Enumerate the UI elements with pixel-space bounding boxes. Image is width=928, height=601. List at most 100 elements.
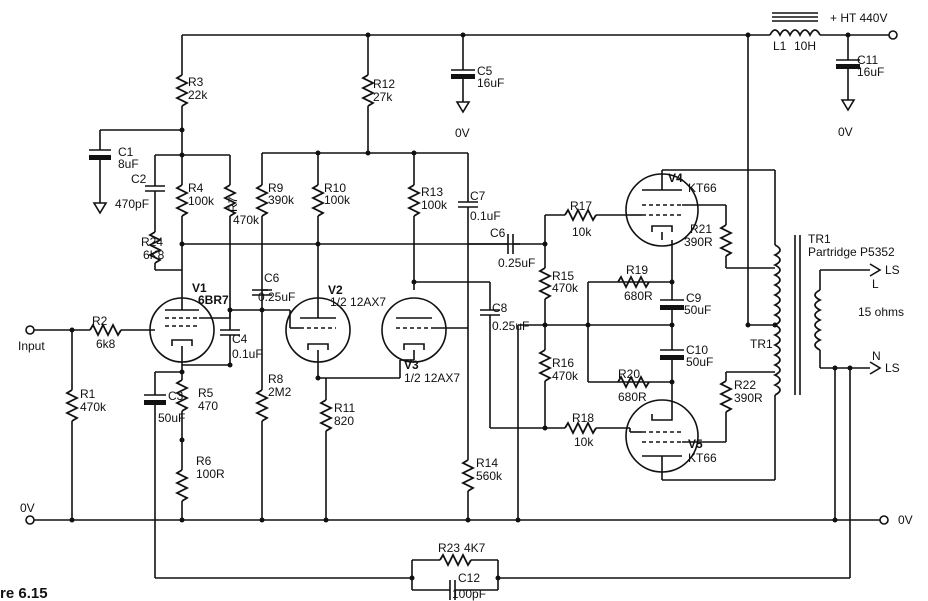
ht-label: + HT 440V	[830, 11, 887, 25]
input-terminal	[25, 325, 35, 335]
cap-c11	[836, 35, 860, 112]
v4-type: KT66	[688, 181, 717, 195]
input-section	[25, 322, 155, 520]
c1-value: 8uF	[118, 157, 139, 171]
r12-value: 27k	[373, 90, 393, 104]
c6-left-value: 0.25uF	[258, 290, 295, 304]
r20-ref: R20	[618, 367, 640, 381]
r19-value: 680R	[624, 289, 653, 303]
v2-ref: V2	[328, 283, 343, 297]
r22	[718, 371, 775, 442]
r5-ref: R5	[198, 386, 214, 400]
r1-ref: R1	[80, 387, 96, 401]
c8-value: 0.25uF	[492, 319, 529, 333]
c2-ref: C2	[131, 172, 147, 186]
r2-value: 6k8	[96, 337, 116, 351]
input-label: Input	[18, 339, 45, 353]
r23-value: 4K7	[464, 541, 486, 555]
r10-ref: R10	[324, 181, 346, 195]
tr1-name: Partridge P5352	[808, 245, 895, 259]
feedback-network	[155, 365, 853, 600]
ground-rail	[25, 515, 889, 525]
r6-value: 100R	[196, 467, 225, 481]
r22-ref: R22	[734, 378, 756, 392]
ls-plus-mark: L	[872, 277, 879, 291]
r15-ref: R15	[552, 269, 574, 283]
r22-value: 390R	[734, 391, 763, 405]
ls-minus-mark: N	[872, 349, 881, 363]
c10-value: 50uF	[686, 355, 713, 369]
c5-ref: C5	[477, 64, 493, 78]
v5-type: KT66	[688, 451, 717, 465]
c4-value: 0.1uF	[232, 347, 263, 361]
driver-lower-network	[254, 378, 476, 520]
r18-value: 10k	[574, 435, 594, 449]
v1-ref: V1	[192, 281, 207, 295]
r10-value: 100k	[324, 193, 351, 207]
c1-ref: C1	[118, 145, 134, 159]
v3-type: 1/2 12AX7	[404, 371, 460, 385]
c2-value: 470pF	[115, 197, 149, 211]
valve-v5	[625, 399, 775, 481]
c6-left-ref: C6	[264, 271, 280, 285]
right-0v-terminal	[879, 515, 889, 525]
c9-value: 50uF	[684, 303, 711, 317]
v1-type: 6BR7	[198, 293, 229, 307]
r14-ref: R14	[476, 456, 498, 470]
r17-ref: R17	[570, 199, 592, 213]
c6-right-value: 0.25uF	[498, 256, 535, 270]
r3-value: 22k	[188, 88, 208, 102]
r13-value: 100k	[421, 198, 448, 212]
r6-ref: R6	[196, 454, 212, 468]
r23-ref: R23	[438, 541, 460, 555]
v1-cathode-network	[144, 310, 240, 578]
r18-ref: R18	[572, 411, 594, 425]
driver-stage-wiring	[230, 35, 478, 460]
r15-value: 470k	[552, 281, 579, 295]
r24-value: 6K8	[143, 248, 165, 262]
r19-ref: R19	[626, 263, 648, 277]
c11-ref: C11	[857, 53, 878, 67]
r4-ref: R4	[188, 181, 204, 195]
r14-value: 560k	[476, 469, 503, 483]
r8-ref: R8	[268, 372, 284, 386]
c6-right-ref: C6	[490, 226, 506, 240]
v5-ref: V5	[688, 437, 703, 451]
output-cathode-network	[587, 274, 684, 400]
ls-plus-label: LS	[885, 263, 900, 277]
ht-terminal	[888, 30, 898, 40]
r1-value: 470k	[80, 400, 107, 414]
c4-ref: C4	[232, 332, 248, 346]
c11-value: 16uF	[857, 65, 884, 79]
r24-ref: R24	[141, 235, 163, 249]
r21	[718, 205, 775, 269]
v3-ref: V3	[404, 358, 419, 372]
right-0v-label: 0V	[898, 513, 913, 527]
c12-value: 100pF	[452, 587, 486, 601]
r7-value: 470k	[233, 213, 260, 227]
r5-value: 470	[198, 399, 218, 413]
ls-minus-label: LS	[885, 361, 900, 375]
r13-ref: R13	[421, 185, 443, 199]
r20-value: 680R	[618, 390, 647, 404]
l1-value: 10H	[794, 39, 816, 53]
r16-ref: R16	[552, 356, 574, 370]
valve-v4	[625, 169, 775, 285]
r3-ref: R3	[188, 75, 204, 89]
choke-l1	[769, 12, 821, 38]
l1-ref: L1	[773, 39, 787, 53]
v4-ref: V4	[668, 171, 683, 185]
left-0v-terminal	[25, 515, 35, 525]
r11-value: 820	[334, 414, 354, 428]
r17-value: 10k	[572, 225, 592, 239]
valve-v2	[285, 290, 351, 381]
c11-ground-label: 0V	[838, 125, 853, 139]
c10-ref: C10	[686, 343, 708, 357]
r16-value: 470k	[552, 369, 579, 383]
figure-caption: re 6.15	[0, 585, 48, 601]
tr1-lower-ref: TR1	[750, 337, 773, 351]
c12-ref: C12	[458, 571, 480, 585]
r7-ref: R7	[226, 196, 240, 212]
c5-value: 16uF	[477, 76, 504, 90]
